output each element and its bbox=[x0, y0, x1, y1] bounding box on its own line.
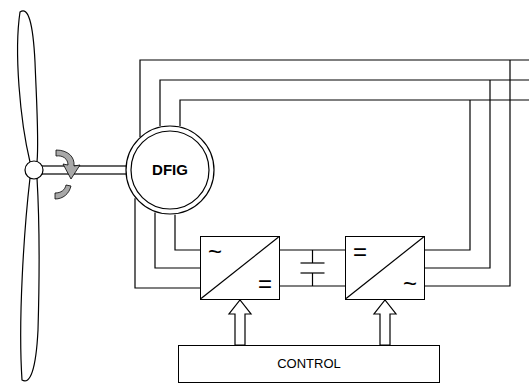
rotor-wire bbox=[175, 215, 200, 250]
drive-shaft bbox=[40, 166, 127, 174]
control-arrow bbox=[229, 300, 251, 345]
node-label: DFIG bbox=[152, 162, 188, 179]
control-box: CONTROL bbox=[178, 345, 440, 383]
stator-ring bbox=[126, 126, 214, 214]
converter-symbol: ~ bbox=[208, 239, 222, 265]
stator-wire bbox=[180, 100, 529, 126]
converter-box: =~ bbox=[345, 236, 425, 300]
grid-wire bbox=[425, 100, 470, 250]
capacitor-lead bbox=[312, 250, 313, 263]
converter-symbol: ~ bbox=[403, 271, 417, 297]
capacitor-lead bbox=[312, 273, 313, 286]
converter-box: ~= bbox=[200, 236, 280, 300]
converter-symbol: = bbox=[258, 271, 272, 297]
rotor-hub bbox=[25, 161, 43, 179]
capacitor-plate bbox=[301, 262, 325, 263]
converter-symbol: = bbox=[353, 239, 367, 265]
power-wire bbox=[155, 212, 200, 268]
grid-wire bbox=[425, 80, 490, 268]
stator-wire bbox=[140, 60, 529, 137]
rotation-arrow bbox=[55, 185, 71, 199]
stator-wire bbox=[160, 80, 529, 126]
rotor-blade bbox=[21, 178, 39, 381]
node-label: CONTROL bbox=[277, 357, 341, 371]
grid-wire bbox=[425, 60, 510, 286]
rotor-ring bbox=[131, 131, 209, 209]
diagonal-line bbox=[346, 237, 424, 299]
rotor-blade bbox=[18, 11, 38, 162]
diagonal-line bbox=[201, 237, 279, 299]
power-wire bbox=[280, 249, 345, 250]
rotation-arrow bbox=[56, 150, 80, 179]
generator-circle: DFIG bbox=[125, 125, 215, 215]
control-arrow bbox=[374, 300, 396, 345]
